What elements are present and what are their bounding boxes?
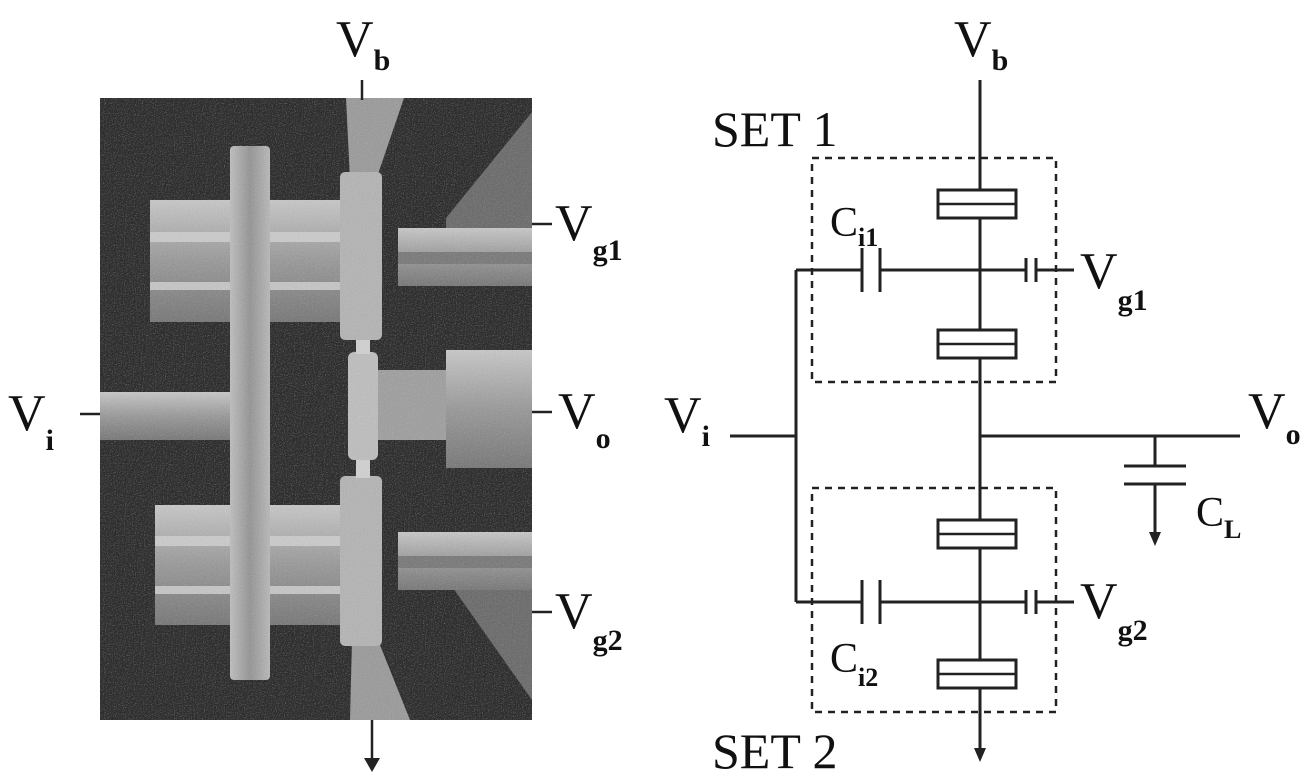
vo-lead-neck xyxy=(372,370,452,440)
svg-text:Vg1: Vg1 xyxy=(555,195,623,267)
vg2-pad xyxy=(446,578,532,700)
bottom-lead xyxy=(350,640,410,720)
vi-lead xyxy=(100,392,236,440)
svg-text:Vb: Vb xyxy=(336,11,390,77)
sem-micrograph: Vb Vg1 Vi Vo Vg2 xyxy=(8,11,623,772)
svg-text:Vo: Vo xyxy=(1248,383,1301,451)
ground-arrow-icon xyxy=(364,758,380,772)
svg-text:CL: CL xyxy=(1196,490,1241,544)
circuit-schematic: SET 1 SET 2 Vb Vg1 Vi Vo Vg2 Ci1 Ci2 CL xyxy=(664,11,1301,776)
output-node xyxy=(348,352,378,460)
sem-vg1-label: V xyxy=(555,195,593,252)
sch-vo-label: V xyxy=(1248,383,1286,440)
vo-lead xyxy=(446,350,532,468)
vg1-pad xyxy=(446,112,532,238)
sch-vg2-label: V xyxy=(1080,573,1118,630)
svg-text:Vg2: Vg2 xyxy=(1080,573,1148,647)
svg-text:Vi: Vi xyxy=(8,385,54,457)
input-bar xyxy=(230,146,270,680)
svg-text:Vo: Vo xyxy=(558,383,611,455)
schematic-ground-arrow-icon xyxy=(974,748,986,762)
svg-text:Vg1: Vg1 xyxy=(1080,243,1148,317)
set1-island xyxy=(340,172,382,340)
cl-ground-arrow-icon xyxy=(1149,532,1161,546)
sem-vi-label: V xyxy=(8,385,46,442)
ci1-label: C xyxy=(830,200,858,246)
svg-text:Vb: Vb xyxy=(954,11,1008,77)
sem-vo-label: V xyxy=(558,383,596,440)
sch-vb-label: V xyxy=(954,11,992,68)
svg-text:Ci1: Ci1 xyxy=(830,200,878,252)
svg-text:Ci2: Ci2 xyxy=(830,636,878,692)
svg-text:Vg2: Vg2 xyxy=(555,583,623,657)
set2-box xyxy=(810,486,1058,714)
sch-vg1-label: V xyxy=(1080,243,1118,300)
set2-island xyxy=(340,476,382,646)
cl-label: C xyxy=(1196,490,1224,536)
sch-vi-label: V xyxy=(664,387,702,444)
ci2-label: C xyxy=(830,636,858,682)
set2-label: SET 2 xyxy=(712,723,838,776)
set1-label: SET 1 xyxy=(712,101,838,157)
sem-vb-label: V xyxy=(336,11,374,68)
sem-vg2-label: V xyxy=(555,583,593,640)
vb-lead xyxy=(346,98,404,180)
svg-text:Vi: Vi xyxy=(664,387,710,453)
